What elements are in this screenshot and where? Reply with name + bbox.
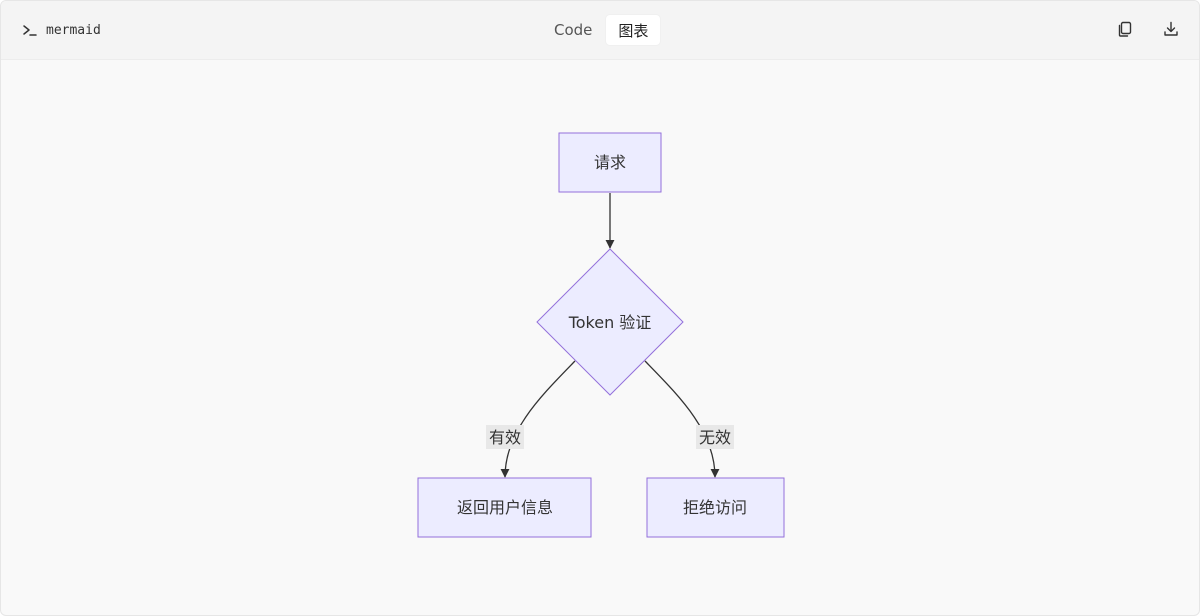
node-deny: 拒绝访问 — [646, 477, 785, 538]
code-block-header: mermaid Code 图表 — [1, 1, 1199, 60]
download-icon — [1164, 21, 1178, 36]
node-return-info: 返回用户信息 — [417, 477, 592, 538]
header-actions — [1115, 19, 1181, 39]
edge-label-invalid-text: 无效 — [699, 428, 731, 447]
edge-label-invalid: 无效 — [696, 425, 734, 449]
tab-code[interactable]: Code — [554, 21, 593, 39]
node-return-info-label: 返回用户信息 — [457, 498, 553, 517]
node-validate: Token 验证 — [536, 248, 684, 396]
terminal-prompt-icon — [23, 25, 37, 36]
edge-label-valid-text: 有效 — [489, 428, 521, 447]
node-deny-label: 拒绝访问 — [683, 498, 747, 517]
edge-label-valid: 有效 — [486, 425, 524, 449]
download-button[interactable] — [1161, 19, 1181, 39]
language-indicator: mermaid — [22, 22, 101, 38]
flowchart-svg: 有效 无效 请求 Token 验证 返回用户信息 拒绝访问 — [417, 132, 785, 538]
edge-validate-to-return-info — [500, 360, 576, 478]
edge-validate-to-deny — [644, 360, 720, 478]
node-validate-label: Token 验证 — [568, 313, 652, 332]
view-tabs: Code 图表 — [542, 15, 661, 45]
language-label: mermaid — [46, 22, 101, 38]
node-request-label: 请求 — [594, 153, 626, 172]
tab-diagram[interactable]: 图表 — [606, 15, 661, 45]
node-request: 请求 — [558, 132, 662, 193]
copy-button[interactable] — [1115, 19, 1135, 39]
diagram-canvas: 有效 无效 请求 Token 验证 返回用户信息 拒绝访问 — [1, 60, 1199, 615]
copy-icon — [1118, 21, 1132, 37]
